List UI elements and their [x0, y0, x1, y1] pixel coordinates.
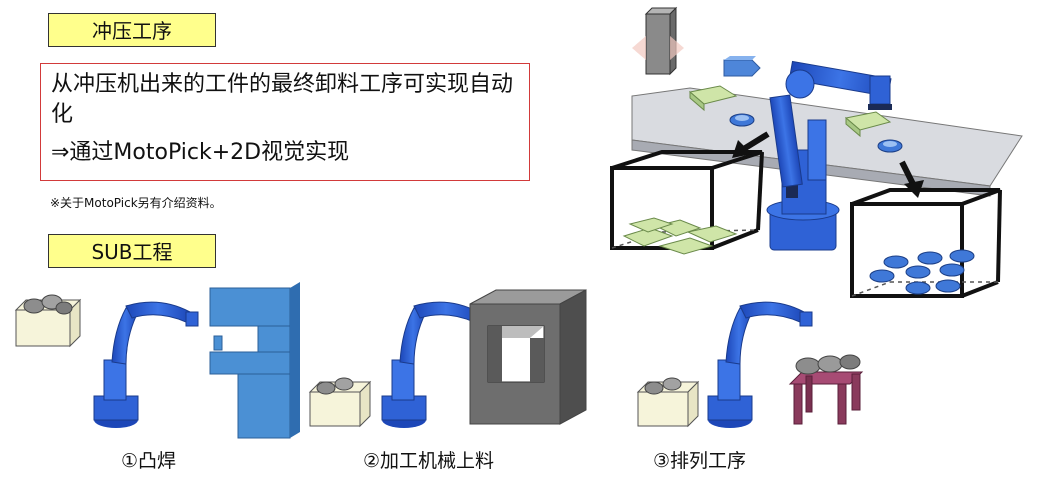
- ring-parts-bin-icon: [850, 188, 1002, 298]
- green-parts-bin-icon: [610, 150, 764, 255]
- robot-arm-icon: [93, 301, 199, 428]
- conveyor-ring: [729, 113, 755, 127]
- parts-basket-icon: [636, 377, 700, 428]
- conveyor-green-part: [844, 111, 892, 138]
- motopick-robot-icon: [766, 60, 892, 251]
- sub-process-tag: SUB工程: [48, 234, 216, 268]
- conveyor-ring: [877, 139, 903, 153]
- description-line-1: 从冲压机出来的工件的最终卸料工序可实现自动化: [51, 72, 514, 127]
- parts-basket-icon: [14, 294, 82, 348]
- feed-arrow-icon: [723, 56, 761, 77]
- down-arrow-icon: [899, 160, 924, 198]
- robot-arm-icon: [381, 301, 487, 428]
- robot-arm-icon: [707, 301, 813, 428]
- press-process-tag: 冲压工序: [48, 13, 216, 47]
- caption-arrangement: ③排列工序: [653, 450, 747, 472]
- down-arrow-icon: [732, 131, 770, 158]
- conveyor-green-part: [688, 85, 738, 112]
- parts-basket-icon: [308, 377, 372, 428]
- motopick-scene: [610, 6, 1023, 298]
- description-line-2: ⇒通过MotoPick+2D视觉实现: [51, 140, 350, 165]
- description-box: 从冲压机出来的工件的最终卸料工序可实现自动化 ⇒通过MotoPick+2D视觉实…: [40, 63, 530, 181]
- machine-tool-icon: [469, 289, 587, 425]
- rack-icon: [788, 354, 864, 425]
- footnote: ※关于MotoPick另有介绍资料。: [50, 196, 222, 210]
- caption-projection-welding: ①凸焊: [121, 450, 177, 472]
- caption-machine-loading: ②加工机械上料: [363, 450, 495, 472]
- press-machine-icon: [209, 282, 300, 439]
- chute-icon: [632, 6, 684, 76]
- conveyor-icon: [631, 87, 1023, 197]
